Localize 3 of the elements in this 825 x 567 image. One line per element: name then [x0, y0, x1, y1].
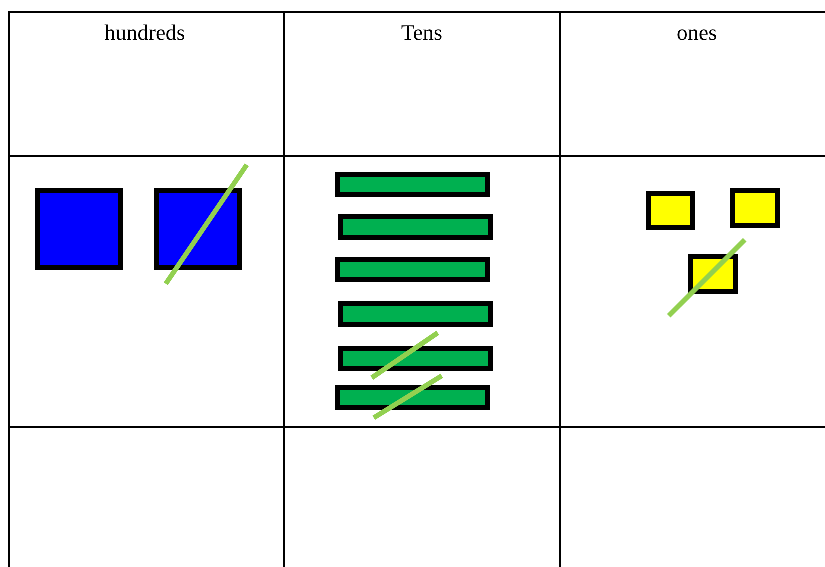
column-heading: hundreds [104, 20, 186, 46]
column-heading: Tens [401, 20, 443, 46]
column-heading: ones [676, 20, 718, 46]
